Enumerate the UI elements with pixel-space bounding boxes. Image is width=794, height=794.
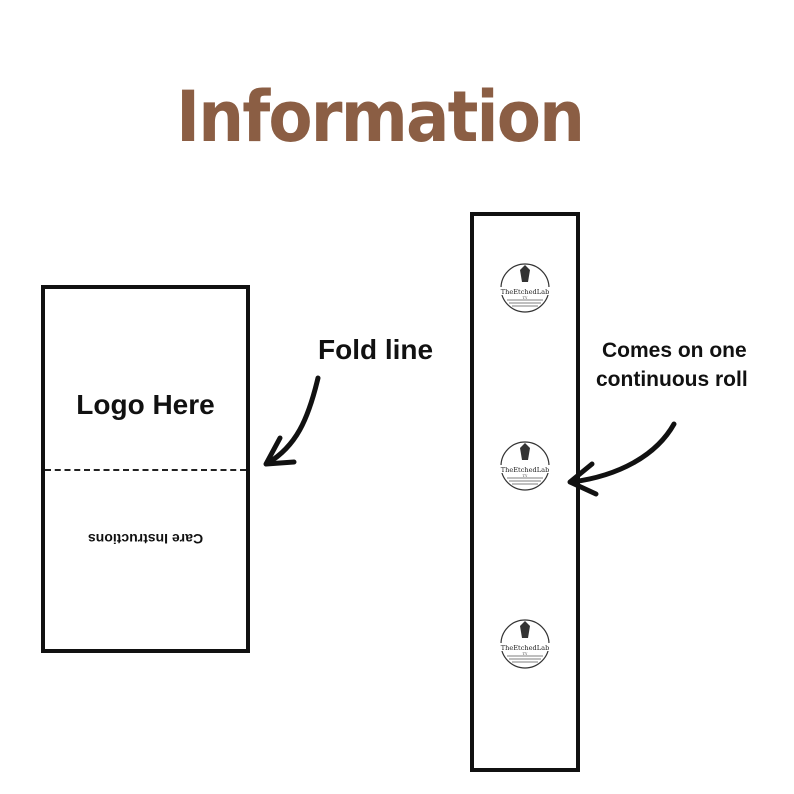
logo-brand-text: TheEtchedLab (501, 466, 550, 474)
logo-sub-text: TY (523, 652, 528, 656)
fold-arrow-icon (265, 375, 321, 466)
fold-dashed-line (45, 469, 246, 471)
fold-line-caption: Fold line (318, 334, 434, 365)
fold-arrowhead-icon (263, 435, 297, 467)
logo-sub-text: TY (523, 296, 528, 300)
label-card: Logo Here Care Instructions (41, 285, 250, 653)
logo-placeholder-text: Logo Here (76, 389, 215, 420)
care-instructions-text: Care Instructions (87, 531, 204, 547)
roll-caption-line-2: continuous roll (596, 368, 748, 391)
label-roll: TheEtchedLab TY TheEtchedLab TY TheEtche… (470, 212, 580, 772)
logo-brand-text: TheEtchedLab (501, 644, 550, 652)
logo-brand-text: TheEtchedLab (501, 288, 550, 296)
roll-caption: Comes on one continuous roll (596, 336, 776, 394)
roll-caption-line-1: Comes on one (602, 339, 747, 362)
logo-sub-text: TY (523, 474, 528, 478)
brand-logo-icon: TheEtchedLab TY (487, 619, 563, 669)
brand-logo-icon: TheEtchedLab TY (487, 441, 563, 491)
page-title: Information (176, 76, 585, 158)
roll-arrow-icon (569, 421, 677, 485)
brand-logo-icon: TheEtchedLab TY (487, 263, 563, 313)
